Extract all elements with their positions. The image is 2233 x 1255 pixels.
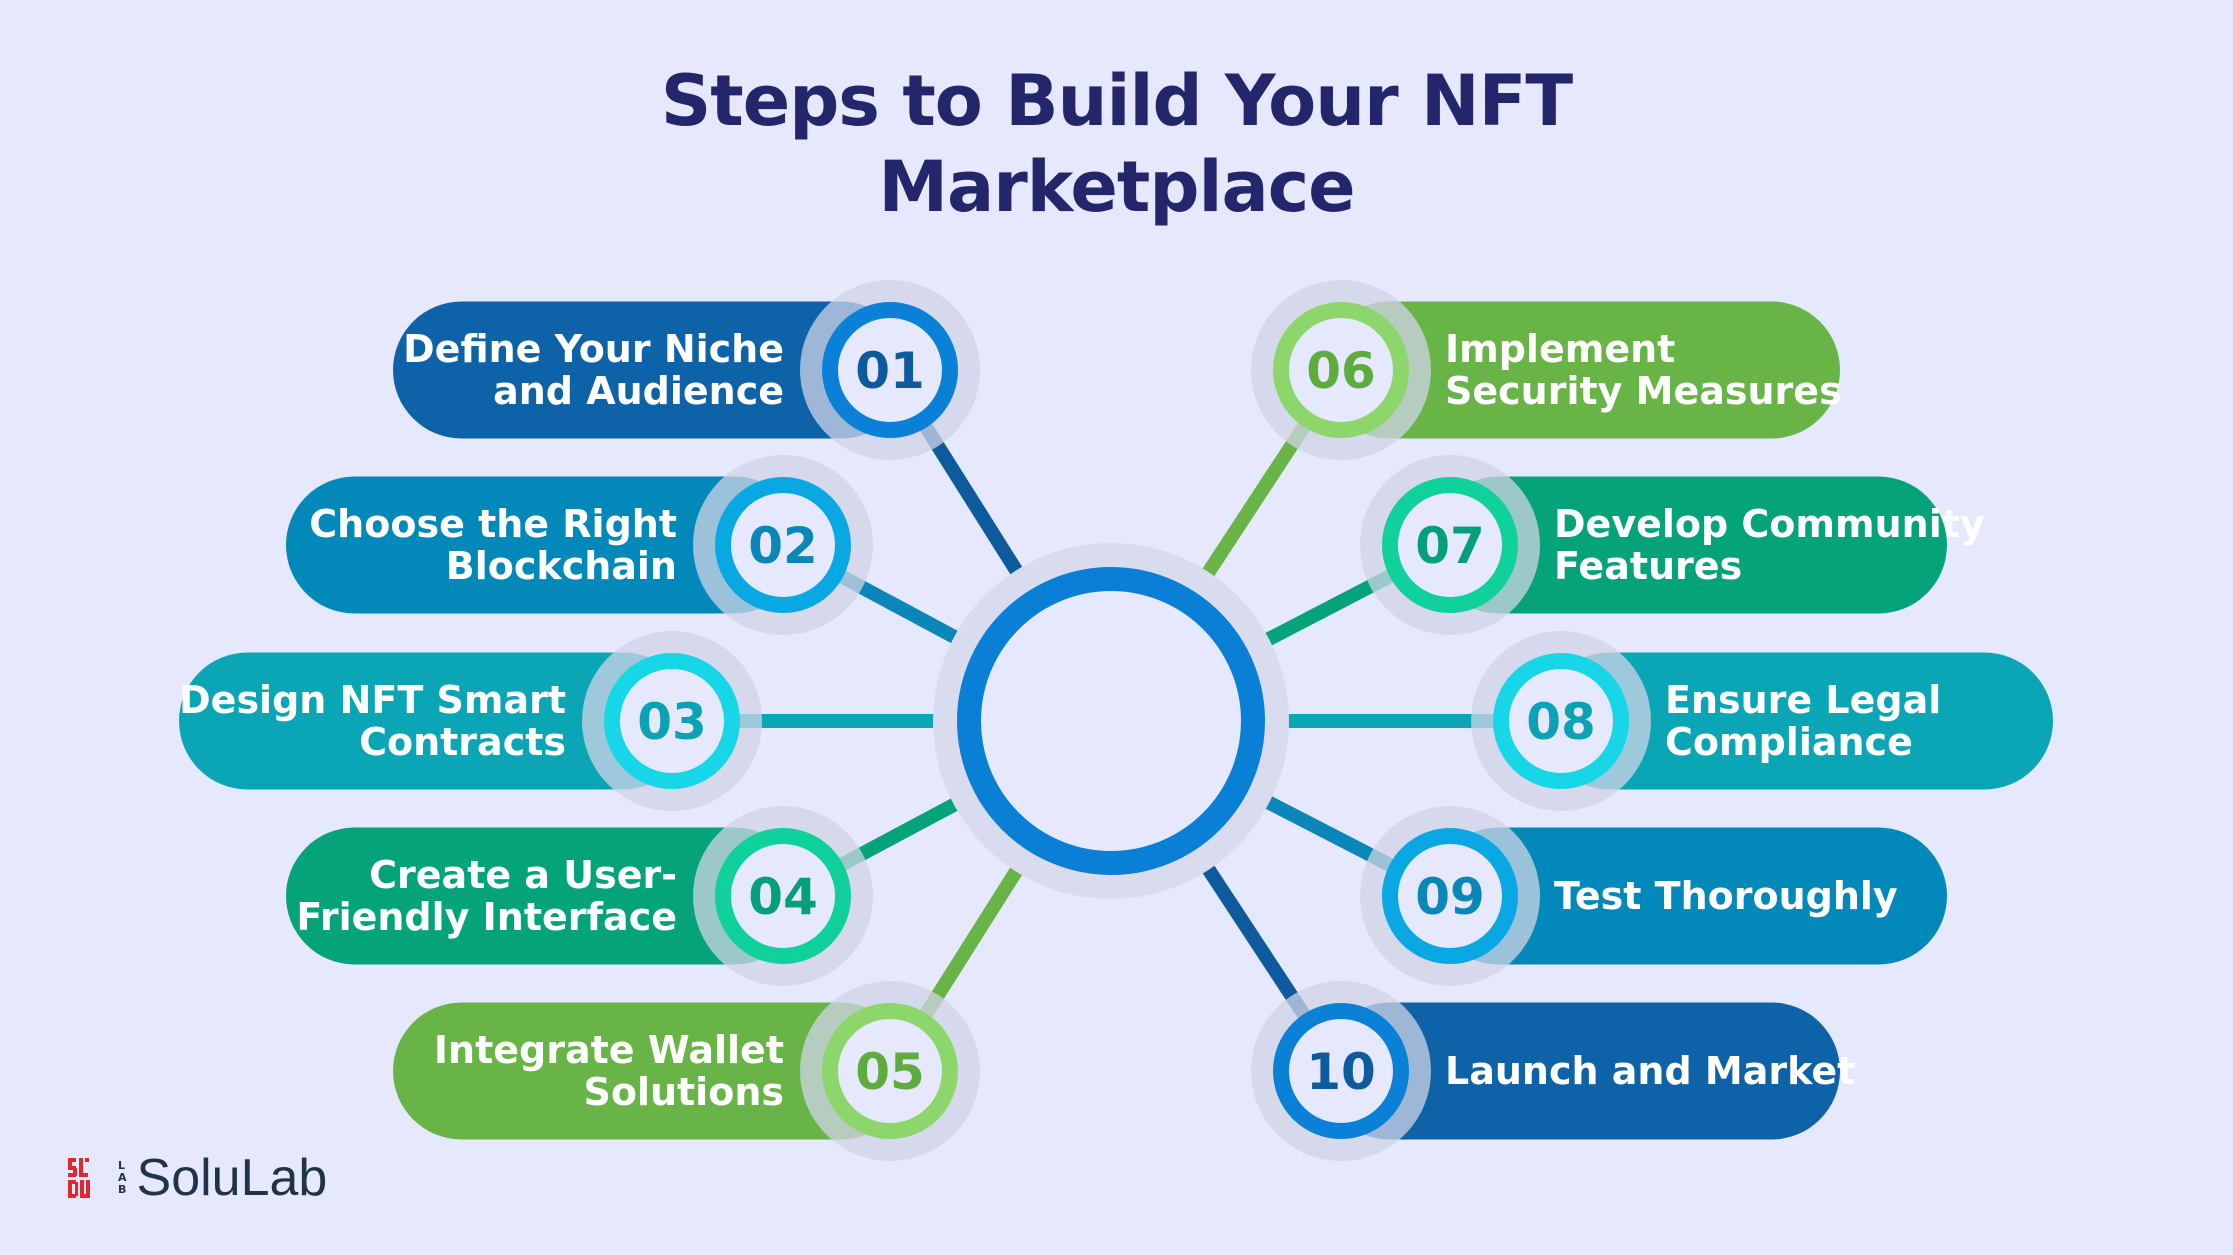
step-number-ring	[715, 828, 851, 964]
step-pill	[393, 301, 910, 439]
step-label-line: Create a User-	[369, 853, 677, 897]
step-label-line: Launch and Market	[1445, 1049, 1855, 1093]
step-label-line: Compliance	[1665, 720, 1913, 764]
step-number-ring	[822, 302, 958, 438]
step-label-line: Solutions	[583, 1070, 784, 1114]
step-number-ring	[1273, 1003, 1409, 1139]
step-label-line: and Audience	[493, 369, 784, 413]
step-number: 08	[1526, 693, 1596, 751]
step-10: 10 Launch and Market	[1251, 981, 1855, 1161]
step-label-line: Choose the Right	[309, 502, 677, 546]
step-pill	[286, 476, 803, 614]
step-04: 04 Create a User-Friendly Interface	[286, 806, 873, 986]
step-label-line: Features	[1554, 544, 1742, 588]
step-pill	[1541, 652, 2053, 790]
solulab-logo-mark-icon	[68, 1158, 90, 1198]
step-number: 07	[1415, 517, 1485, 575]
step-label-line: Test Thoroughly	[1554, 874, 1898, 918]
step-number: 03	[637, 693, 707, 751]
page-title: Steps to Build Your NFT Marketplace	[0, 58, 2233, 230]
step-number-ring	[1493, 653, 1629, 789]
step-number-ring	[1382, 828, 1518, 964]
step-label-line: Implement	[1445, 327, 1675, 371]
step-number-ring	[1273, 302, 1409, 438]
title-line-2: Marketplace	[878, 146, 1355, 228]
step-pill	[1321, 1002, 1840, 1140]
step-number: 01	[855, 342, 925, 400]
step-number: 06	[1306, 342, 1376, 400]
title-line-1: Steps to Build Your NFT	[660, 60, 1573, 142]
step-label-line: Ensure Legal	[1665, 678, 1941, 722]
hub-circle	[957, 567, 1265, 875]
logo-text: SoluLab	[136, 1149, 328, 1207]
step-number: 10	[1306, 1043, 1376, 1101]
step-number-ring	[822, 1003, 958, 1139]
step-label-line: Develop Community	[1554, 502, 1985, 546]
step-label-line: Blockchain	[446, 544, 677, 588]
step-number-ring	[1382, 477, 1518, 613]
step-label-line: Contracts	[359, 720, 566, 764]
step-pill	[179, 652, 692, 790]
step-number: 09	[1415, 868, 1485, 926]
step-number: 05	[855, 1043, 925, 1101]
step-pill	[1321, 301, 1840, 439]
step-label-line: Security Measures	[1445, 369, 1842, 413]
step-pill	[1430, 827, 1947, 965]
step-pill	[286, 827, 803, 965]
step-pill	[1430, 476, 1947, 614]
step-label-line: Design NFT Smart	[179, 678, 566, 722]
step-pill	[393, 1002, 910, 1140]
step-label-line: Define Your Niche	[403, 327, 784, 371]
step-number-ring	[604, 653, 740, 789]
step-number-ring	[715, 477, 851, 613]
step-number: 04	[748, 868, 818, 926]
step-09: 09 Test Thoroughly	[1360, 806, 1947, 986]
step-label-line: Friendly Interface	[296, 895, 677, 939]
step-number: 02	[748, 517, 818, 575]
step-label-line: Integrate Wallet	[434, 1028, 784, 1072]
